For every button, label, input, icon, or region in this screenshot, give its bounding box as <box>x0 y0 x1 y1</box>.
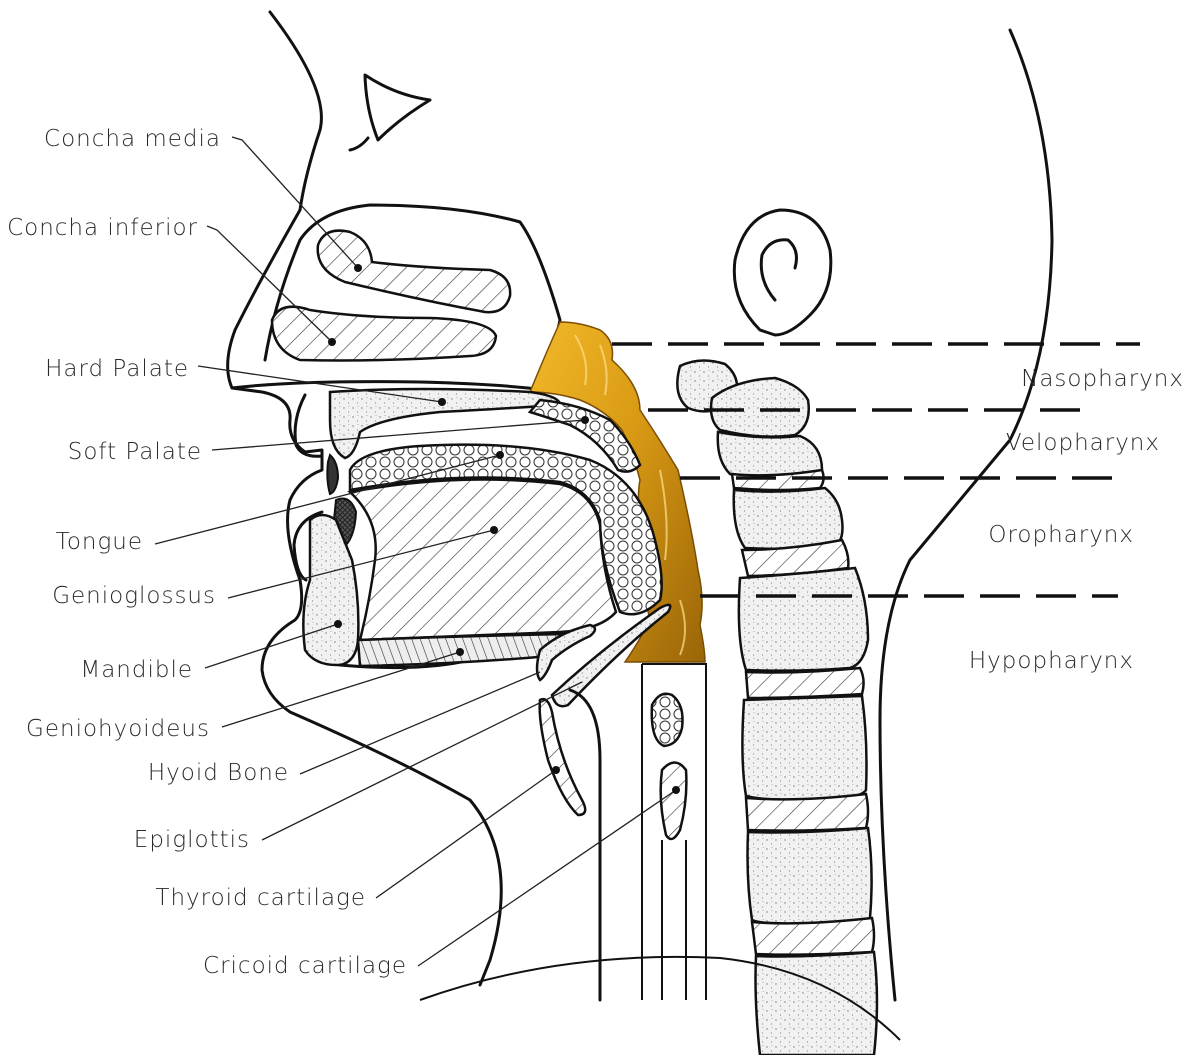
region-velopharynx: Velopharynx <box>1006 430 1160 456</box>
label-geniohyoideus: Geniohyoideus <box>26 716 210 742</box>
cricoid-cartilage-shape <box>661 763 687 840</box>
label-concha-media: Concha media <box>44 126 221 152</box>
label-cricoid-cartilage: Cricoid cartilage <box>203 953 407 979</box>
label-mandible: Mandible <box>80 657 193 683</box>
label-genioglossus: Genioglossus <box>52 583 216 609</box>
vertebral-column <box>677 360 877 1055</box>
cricoid-upper-shape <box>652 694 683 746</box>
region-oropharynx: Oropharynx <box>988 522 1134 548</box>
cricoid-tube <box>662 840 686 1000</box>
upper-incisor <box>327 455 338 494</box>
thyroid-cartilage-shape <box>540 699 586 815</box>
ear-inner <box>761 240 796 300</box>
label-soft-palate: Soft Palate <box>68 439 202 465</box>
region-nasopharynx: Nasopharynx <box>1021 366 1184 392</box>
label-epiglottis: Epiglottis <box>134 827 250 853</box>
concha-inferior-shape <box>272 307 496 361</box>
genioglossus-shape <box>350 480 616 641</box>
label-thyroid-cartilage: Thyroid cartilage <box>155 885 366 911</box>
eye-outline <box>350 75 430 150</box>
label-hard-palate: Hard Palate <box>45 356 189 382</box>
label-concha-inferior: Concha inferior <box>7 215 198 241</box>
concha-media-shape <box>318 231 510 313</box>
region-hypopharynx: Hypopharynx <box>969 648 1134 674</box>
ear-outline <box>734 210 831 335</box>
neck-back-outline <box>880 30 1052 1000</box>
label-hyoid-bone: Hyoid Bone <box>148 760 289 786</box>
label-tongue: Tongue <box>56 529 143 555</box>
